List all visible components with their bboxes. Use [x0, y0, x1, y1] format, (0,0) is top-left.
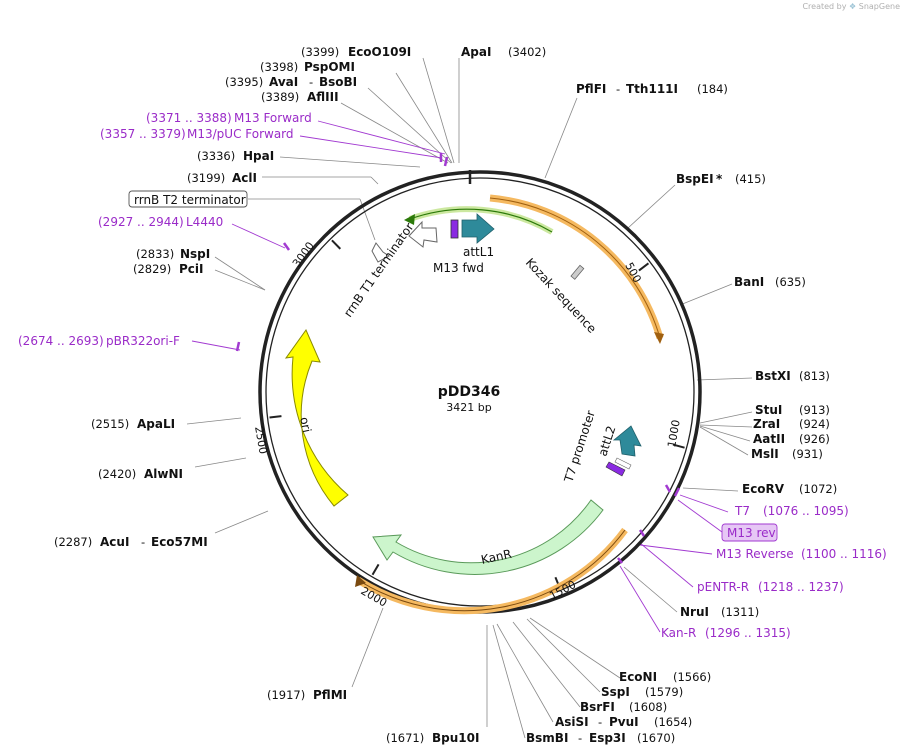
- label-ori: ori: [297, 416, 314, 434]
- site-sspi: SspI(1579): [601, 685, 683, 699]
- snapgene-logo-icon: ❖: [849, 2, 857, 11]
- kozak-box: [570, 264, 585, 280]
- label-kozak: Kozak sequence: [523, 255, 599, 335]
- label-attl1: attL1: [463, 245, 494, 259]
- site-bspei: BspEI*(415): [676, 172, 766, 186]
- tick-2500: [269, 415, 282, 419]
- primer-labels: (3371 .. 3388)M13 Forward (3357 .. 3379)…: [18, 111, 887, 640]
- site-apali: (2515)ApaLI: [91, 417, 175, 431]
- primer-pbr322ori-f: (2674 .. 2693)pBR322ori-F: [18, 334, 180, 348]
- site-bstxi: BstXI(813): [755, 369, 830, 383]
- label-m13rev: M13 rev: [727, 526, 776, 540]
- label-kanr: KanR: [480, 547, 513, 567]
- site-bani: BanI(635): [734, 275, 806, 289]
- leader-lines: [186, 57, 753, 739]
- site-msli: MslI(931): [751, 447, 823, 461]
- plasmid-name: pDD346: [438, 384, 501, 400]
- primer-t7: T7(1076 .. 1095): [734, 504, 849, 518]
- label-t7-promoter: T7 promoter: [561, 409, 598, 485]
- t7-promoter-arrow: [605, 461, 626, 477]
- credit-brand: SnapGene: [858, 2, 900, 11]
- site-pflfi: PflFI-Tth111I(184): [576, 82, 728, 96]
- sites-left: (3399)EcoO109I (3398)PspOMI (3395)AvaI-B…: [54, 45, 479, 745]
- site-ecoo109i: (3399)EcoO109I: [301, 45, 411, 59]
- rrnb-t1-arrow: [408, 220, 438, 248]
- site-bsmbi: BsmBI-Esp3I(1670): [526, 731, 675, 745]
- green-arc: [404, 206, 554, 235]
- site-pflmi: (1917)PflMI: [267, 688, 347, 702]
- tick-label-1000: 1000: [665, 419, 683, 449]
- site-zrai: ZraI(924): [753, 417, 830, 431]
- primer-l4440: (2927 .. 2944)L4440: [98, 215, 223, 229]
- plasmid-length: 3421 bp: [446, 401, 491, 414]
- snapgene-credit: Created by ❖ SnapGene: [802, 2, 900, 11]
- tick-3000: [331, 239, 342, 250]
- sites-right: ApaI(3402) PflFI-Tth111I(184) BspEI*(415…: [461, 45, 837, 745]
- site-hpai: (3336)HpaI: [197, 149, 274, 163]
- primer-m13puc-forward: (3357 .. 3379)M13/pUC Forward: [100, 127, 294, 141]
- site-acli: (3199)AclI: [187, 171, 257, 185]
- site-pspomi: (3398)PspOMI: [260, 60, 355, 74]
- kanr-arrow: [372, 499, 604, 575]
- site-apai: ApaI(3402): [461, 45, 546, 59]
- label-attl2: attL2: [596, 424, 619, 458]
- primer-m13-forward: (3371 .. 3388)M13 Forward: [146, 111, 312, 125]
- site-bpu10i: (1671)Bpu10I: [386, 731, 479, 745]
- attl2-arrow: [612, 425, 642, 457]
- primer-kan-r: Kan-R(1296 .. 1315): [661, 626, 791, 640]
- site-stui: StuI(913): [755, 403, 830, 417]
- label-m13fwd: M13 fwd: [433, 261, 484, 275]
- credit-prefix: Created by: [802, 2, 847, 11]
- rrnb-t2-label-box: [128, 190, 248, 208]
- tick-label-3000: 3000: [290, 239, 317, 269]
- site-nspi: (2833)NspI: [136, 247, 210, 261]
- site-nrui: NruI(1311): [680, 605, 759, 619]
- tick-500: [638, 262, 650, 272]
- label-rrnb-t1: rrnB T1 terminator: [341, 220, 417, 320]
- site-pcii: (2829)PciI: [133, 262, 204, 276]
- m13rev-small: [614, 457, 632, 470]
- site-econi: EcoNI(1566): [619, 670, 711, 684]
- site-acui: (2287)AcuI-Eco57MI: [54, 535, 208, 549]
- label-rrnb-t2: rrnB T2 terminator: [134, 193, 246, 207]
- site-bsrfi: BsrFI(1608): [580, 700, 667, 714]
- site-alwni: (2420)AlwNI: [98, 467, 183, 481]
- primer-pentr-r: pENTR-R(1218 .. 1237): [697, 580, 844, 594]
- m13rev-label-box: [721, 523, 778, 542]
- tick-2000: [371, 563, 380, 576]
- tick-1000: [672, 443, 685, 449]
- primer-m13-reverse: M13 Reverse(1100 .. 1116): [716, 547, 887, 561]
- orf-arcs: [355, 194, 664, 615]
- tick-labels: 500 1000 1500 2000 2500 3000: [252, 239, 683, 609]
- rrnb-t2-arrow: [371, 242, 390, 263]
- m13fwd-box: [450, 219, 459, 239]
- ori-arrow: [284, 328, 349, 507]
- site-aatii: AatII(926): [753, 432, 830, 446]
- site-asisi: AsiSI-PvuI(1654): [555, 715, 692, 729]
- site-afliii: (3389)AflIII: [261, 90, 339, 104]
- primer-leaders: [191, 120, 729, 633]
- site-ecorv: EcoRV(1072): [742, 482, 837, 496]
- primer-bars: [235, 153, 681, 564]
- attl1-arrow: [461, 213, 495, 244]
- site-avai: (3395)AvaI-BsoBI: [225, 75, 357, 89]
- tick-label-2500: 2500: [252, 425, 270, 455]
